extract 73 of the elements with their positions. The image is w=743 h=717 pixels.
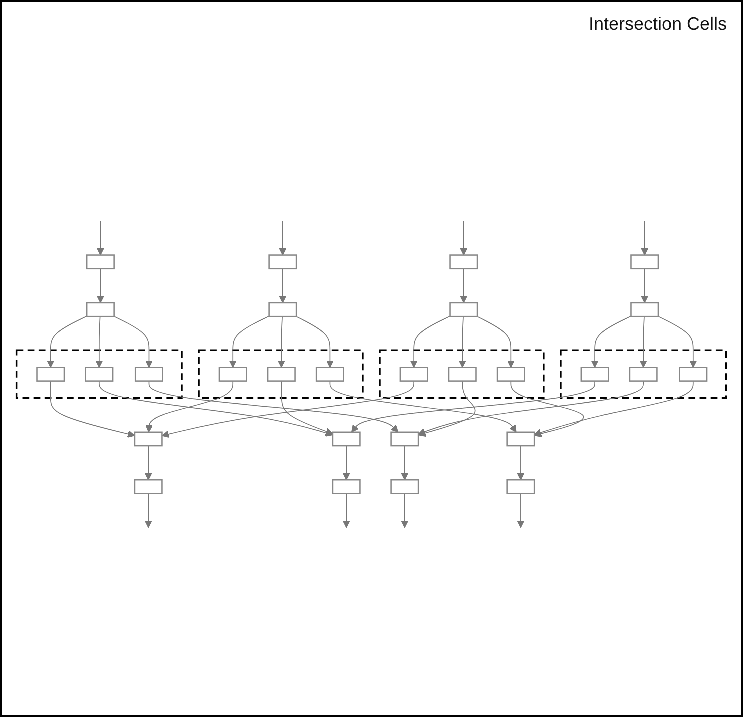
node-box	[450, 254, 478, 270]
arrow	[330, 380, 517, 433]
arrow	[510, 380, 584, 438]
arrow	[534, 380, 694, 436]
cluster	[560, 350, 728, 400]
node-box	[218, 367, 248, 382]
node-box	[85, 367, 114, 382]
arrow	[658, 316, 698, 368]
node-box	[506, 432, 536, 447]
cluster	[198, 350, 364, 400]
arrow	[401, 493, 409, 528]
node-box	[316, 367, 344, 382]
arrow	[401, 446, 409, 480]
arrow	[342, 446, 350, 480]
node-box	[580, 367, 610, 382]
node-box	[134, 432, 163, 447]
cluster	[379, 350, 545, 400]
arrow	[418, 380, 476, 438]
arrow	[50, 380, 136, 438]
node-box	[450, 302, 478, 318]
node-box	[268, 254, 298, 270]
node-box	[496, 367, 526, 382]
arrow	[641, 268, 649, 304]
arrow	[517, 446, 525, 480]
arrow	[279, 220, 287, 256]
arrow	[591, 316, 632, 368]
arrow	[96, 316, 104, 368]
node-box	[36, 367, 66, 382]
node-box	[332, 432, 361, 447]
arrow	[114, 316, 153, 368]
node-box	[630, 302, 660, 318]
node-box	[86, 254, 115, 270]
node-box	[267, 367, 296, 382]
arrow	[279, 268, 287, 304]
node-box	[86, 302, 115, 318]
arrow	[641, 220, 649, 256]
node-box	[134, 367, 164, 382]
arrow	[99, 380, 334, 437]
node-box	[134, 479, 163, 494]
note-text: Intersection Cells	[588, 14, 727, 35]
arrow	[351, 380, 596, 433]
arrow	[460, 220, 468, 256]
arrow	[229, 316, 270, 368]
node-box	[629, 367, 658, 382]
arrow	[342, 493, 350, 528]
arrow	[162, 380, 414, 438]
arrow	[47, 316, 88, 368]
node-box	[506, 479, 536, 494]
arrow	[418, 380, 644, 436]
node-box	[679, 367, 708, 382]
arrow	[640, 316, 648, 368]
arrow	[96, 268, 104, 304]
arrow	[144, 493, 152, 528]
arrow	[458, 316, 466, 368]
arrow	[296, 316, 334, 368]
arrow	[517, 493, 525, 528]
node-box	[448, 367, 477, 382]
arrow	[476, 316, 515, 368]
arrow	[281, 380, 334, 436]
node-box	[630, 254, 660, 270]
arrow	[278, 316, 286, 368]
arrow	[144, 446, 152, 480]
arrow	[460, 268, 468, 304]
arrow	[410, 316, 451, 368]
arrow	[146, 380, 234, 433]
node-box	[268, 302, 298, 318]
node-box	[332, 479, 361, 494]
node-box	[390, 479, 420, 494]
node-box	[400, 367, 428, 382]
node-box	[390, 432, 420, 447]
arrow	[96, 220, 104, 256]
cluster	[16, 350, 183, 400]
arrow	[148, 380, 399, 433]
